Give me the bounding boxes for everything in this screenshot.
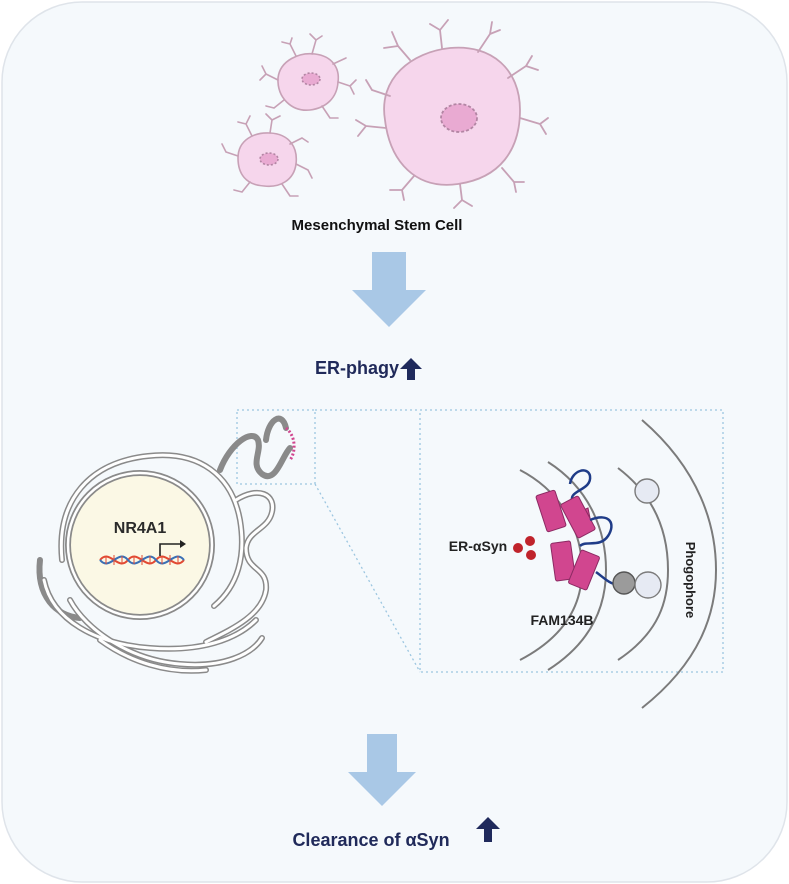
lc3-circle-upper — [634, 478, 660, 504]
up-arrow-icon — [400, 358, 422, 380]
msc-label: Mesenchymal Stem Cell — [292, 217, 463, 234]
down-arrow-icon — [352, 252, 426, 327]
stem-cell-large — [355, 19, 549, 209]
er-membrane-inner — [42, 453, 275, 673]
asyn-particles — [513, 536, 536, 560]
down-arrow-icon — [348, 734, 416, 806]
clearance-label: Clearance of αSyn — [292, 830, 449, 850]
fam134b-protein — [535, 469, 617, 591]
nucleus-envelope-inner — [66, 471, 214, 619]
transcription-arrow-head — [180, 540, 186, 548]
nr4a1-label: NR4A1 — [114, 520, 167, 537]
stem-cell-small-left — [221, 113, 313, 197]
zoom-detail-box — [419, 409, 724, 673]
stem-cell-small-top — [259, 33, 357, 119]
er-asyn-label: ER-αSyn — [449, 538, 507, 554]
fam134b-label: FAM134B — [530, 612, 593, 628]
phagophore-outer-arc — [641, 419, 718, 709]
er-membrane-inner-arc — [547, 461, 608, 671]
transcription-arrow-icon — [159, 543, 180, 556]
zoom-line-diag — [314, 483, 421, 673]
stem-cell-nucleus — [440, 103, 478, 133]
stem-cell-nucleus — [259, 152, 279, 166]
lc3-circle-lower — [634, 571, 662, 599]
er-phagy-site — [284, 426, 296, 461]
phogophore-label: Phogophore — [683, 542, 698, 619]
stem-cell-nucleus — [301, 72, 321, 86]
lir-motif-circle — [612, 571, 636, 595]
up-arrow-icon — [476, 817, 500, 842]
er-phagy-label: ER-phagy — [315, 358, 399, 378]
dna-helix-icon — [99, 555, 185, 565]
